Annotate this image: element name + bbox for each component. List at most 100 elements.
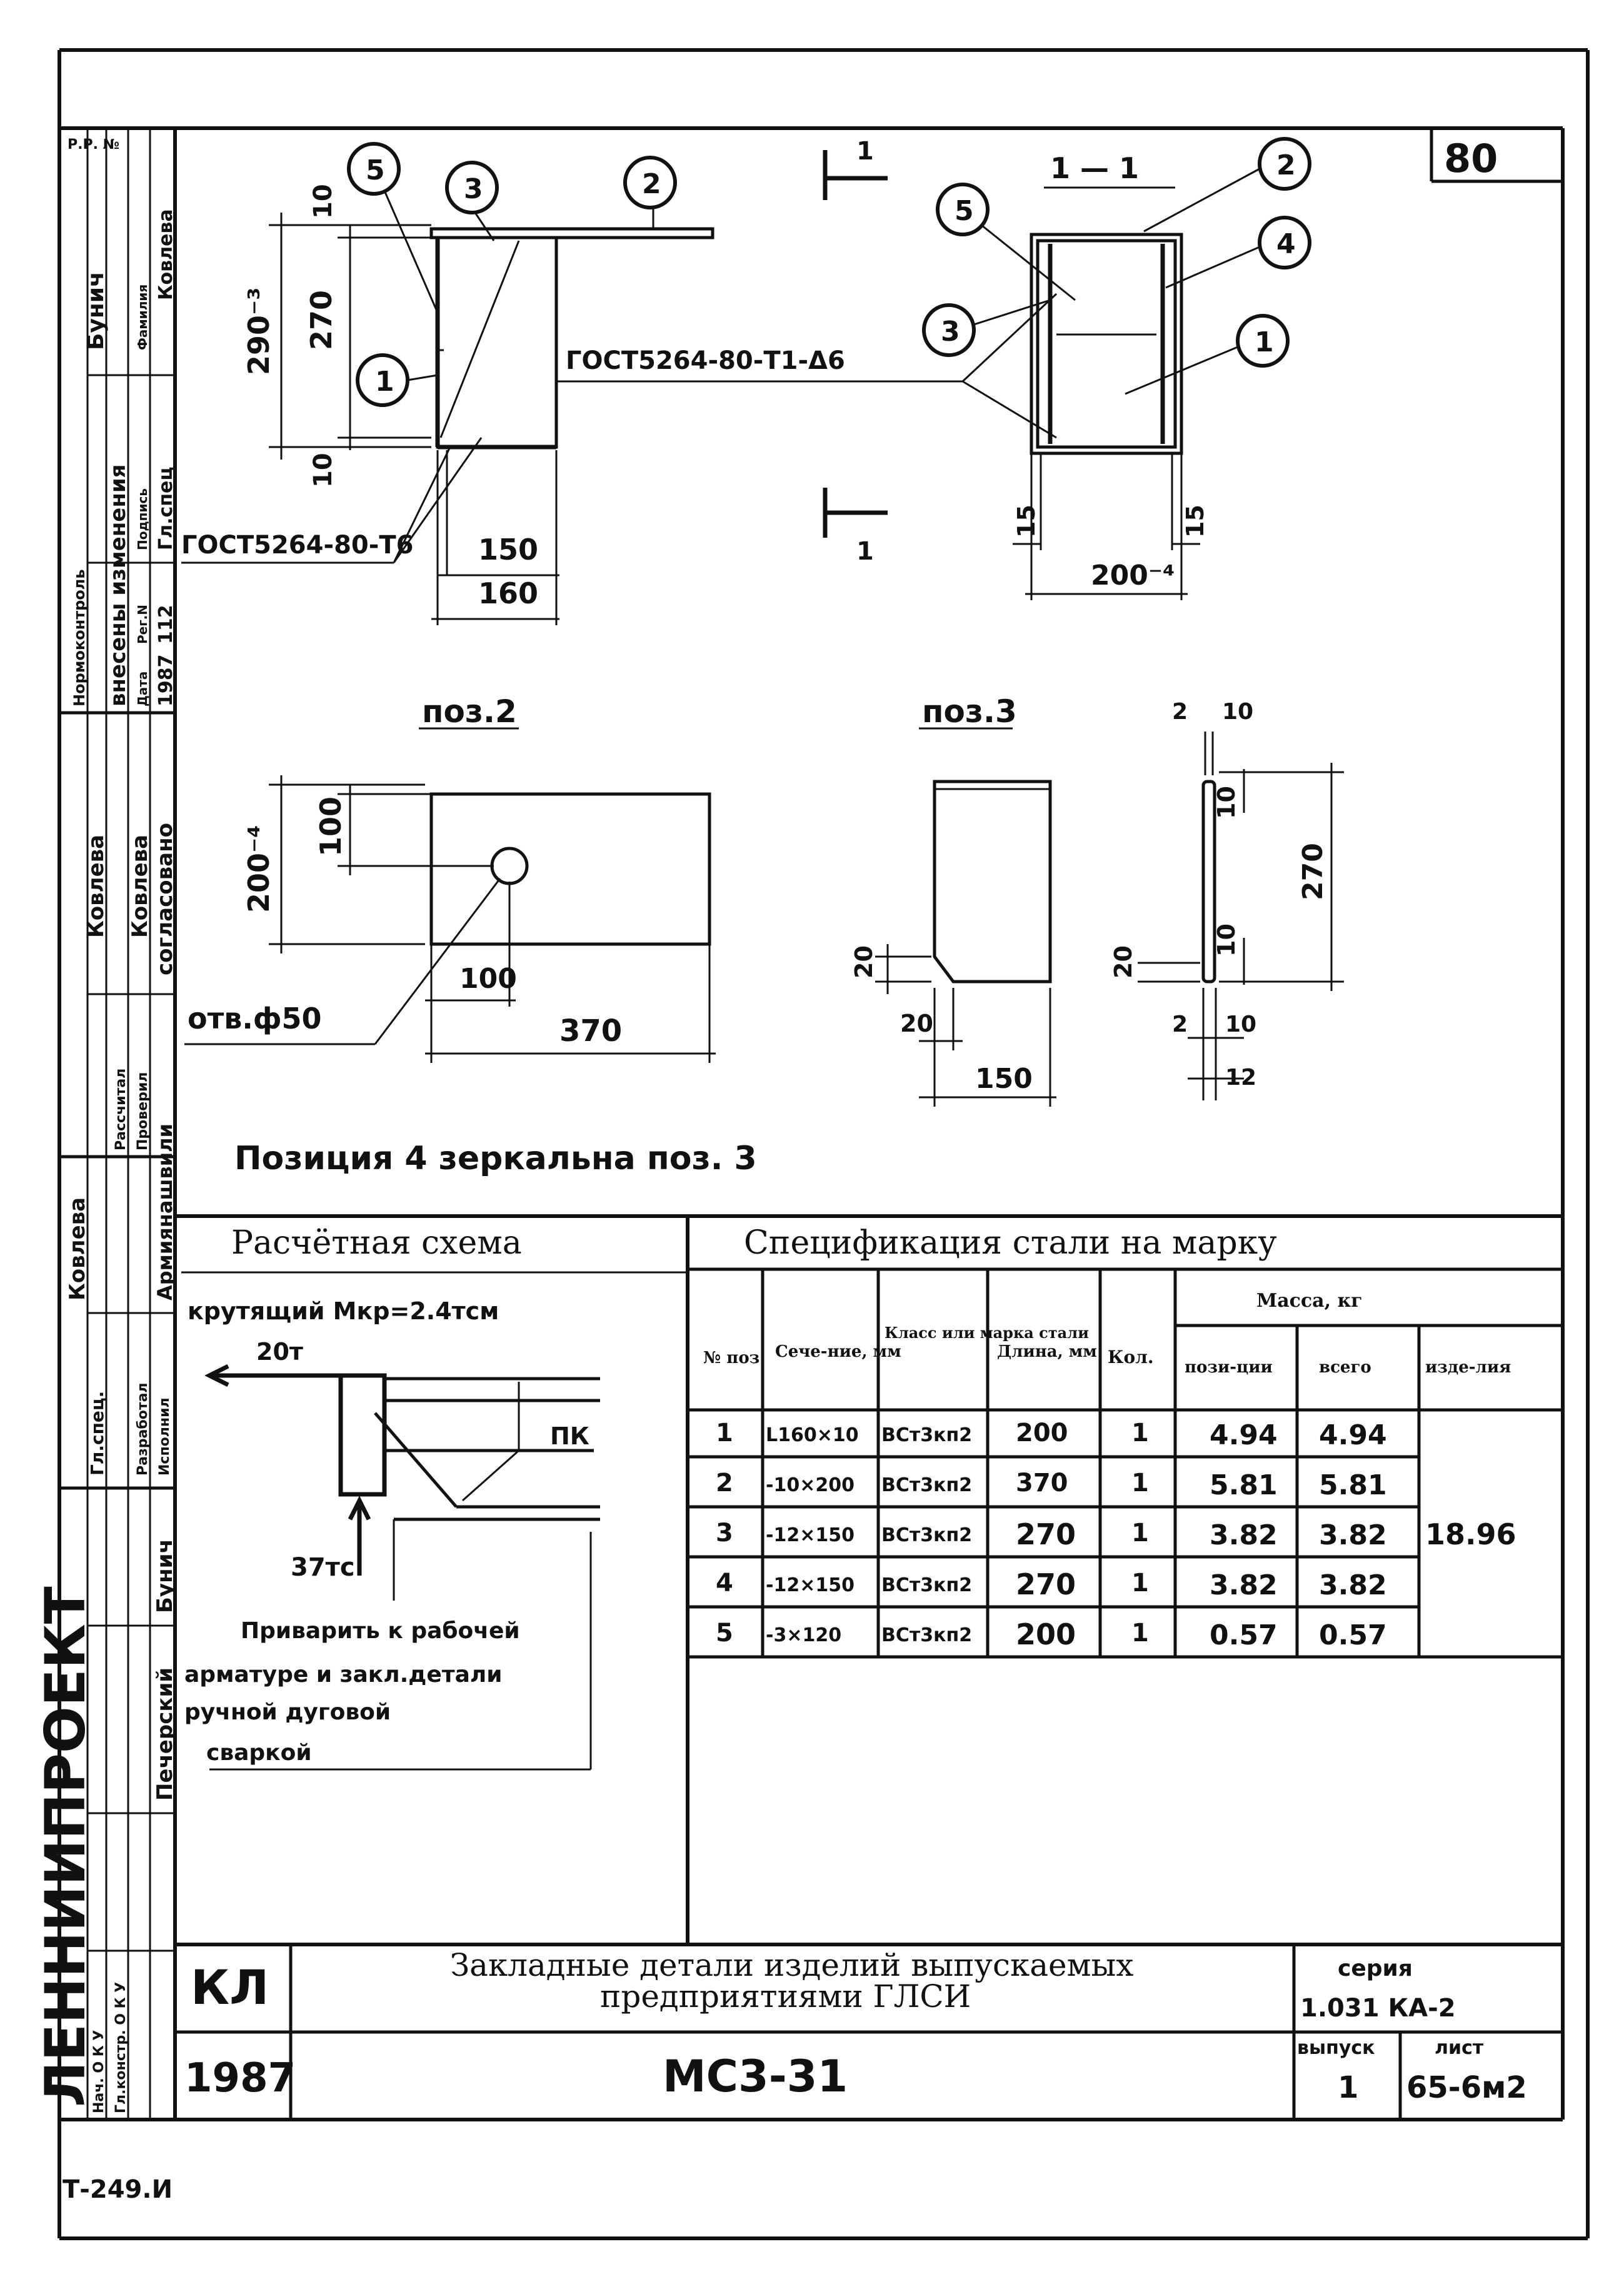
svg-text:Ковлева: Ковлева: [128, 835, 153, 938]
svg-text:Масса, кг: Масса, кг: [1256, 1290, 1363, 1312]
svg-text:3.82: 3.82: [1319, 1569, 1387, 1601]
svg-text:Гл.спец: Гл.спец: [155, 466, 177, 550]
svg-text:1: 1: [716, 1419, 733, 1447]
dim-h-total: 290⁻³: [242, 288, 276, 375]
callout-3: 3: [464, 173, 483, 205]
svg-text:ВСт3кп2: ВСт3кп2: [881, 1624, 972, 1646]
pos2-height: 200⁻⁴: [242, 825, 276, 913]
callout-2: 2: [642, 168, 661, 200]
svg-text:Ковлева: Ковлева: [155, 209, 177, 300]
svg-text:Сече-ние, мм: Сече-ние, мм: [775, 1342, 901, 1361]
svg-text:L160×10: L160×10: [766, 1424, 859, 1446]
dim-h-bot: 10: [309, 453, 338, 488]
svg-text:ВСт3кп2: ВСт3кп2: [881, 1424, 972, 1446]
svg-text:10: 10: [1213, 923, 1240, 957]
section-marks: 1 1: [823, 137, 888, 566]
scheme-force-v: 37тс: [291, 1553, 355, 1582]
svg-text:1: 1: [1131, 1419, 1149, 1447]
svg-text:4: 4: [1276, 228, 1296, 260]
sheet-number: 80: [1444, 136, 1498, 181]
assembly-elevation: 290⁻³ 270 10 10 150 160 ГОСТ5264-80-Т6 Г…: [181, 184, 963, 625]
sheet-value: 65-6м2: [1406, 2070, 1527, 2105]
calc-scheme: Расчётная схема крутящий Мкр=2.4тсм 20т …: [181, 1224, 688, 1771]
bottom-code: Т-249.И: [63, 2175, 173, 2204]
svg-text:5.81: 5.81: [1319, 1469, 1387, 1501]
svg-text:5: 5: [955, 195, 974, 227]
svg-text:270: 270: [1016, 1567, 1076, 1601]
scheme-force-h: 20т: [256, 1338, 303, 1366]
title-code: КЛ: [191, 1959, 269, 2015]
scheme-note-4: сваркой: [206, 1740, 312, 1766]
svg-text:Фамилия: Фамилия: [135, 284, 150, 350]
svg-text:20: 20: [850, 945, 878, 978]
svg-text:3.82: 3.82: [1210, 1519, 1278, 1551]
scheme-note-1: Приварить к рабочей: [241, 1618, 520, 1644]
svg-text:3: 3: [716, 1519, 733, 1547]
series-label: серия: [1338, 1956, 1413, 1981]
spec-title: Спецификация стали на марку: [744, 1224, 1277, 1262]
issue-label: выпуск: [1297, 2037, 1375, 2059]
svg-text:пози-ции: пози-ции: [1185, 1358, 1273, 1377]
scheme-note-2: арматуре и закл.детали: [184, 1662, 503, 1688]
svg-text:2: 2: [1276, 149, 1296, 181]
weld-top-label: ГОСТ5264-80-Т1-Δ6: [566, 346, 845, 375]
dim-w-section: 200⁻⁴: [1091, 560, 1175, 591]
callout-5: 5: [366, 154, 385, 186]
svg-text:10: 10: [1222, 699, 1253, 725]
svg-text:Бунич: Бунич: [83, 271, 109, 350]
svg-text:5.81: 5.81: [1210, 1469, 1278, 1501]
callouts-section: 5 2 4 3 1: [922, 137, 1311, 395]
section-title: 1 — 1: [1050, 151, 1139, 185]
svg-text:15: 15: [1013, 505, 1040, 538]
svg-text:Разработал: Разработал: [135, 1382, 151, 1476]
svg-text:10: 10: [1225, 1012, 1256, 1037]
svg-text:20: 20: [900, 1010, 933, 1037]
svg-text:0.57: 0.57: [1210, 1619, 1278, 1651]
svg-text:1: 1: [1131, 1569, 1149, 1597]
svg-text:1: 1: [1131, 1519, 1149, 1547]
pos2-length: 370: [559, 1014, 622, 1049]
svg-text:Исполнил: Исполнил: [157, 1397, 173, 1476]
svg-text:1: 1: [1255, 326, 1274, 358]
svg-text:Ковлева: Ковлева: [65, 1197, 90, 1300]
pos2-drawing: поз.2 200⁻⁴ 100 100 370 отв.ф50: [184, 693, 716, 1063]
title-year: 1987: [184, 2055, 296, 2101]
org-name: ЛЕННИИПРОЕКТ: [33, 1586, 98, 2107]
svg-text:270: 270: [1016, 1517, 1076, 1551]
mass-item: 18.96: [1425, 1517, 1516, 1551]
pos2-hole-y: 100: [314, 797, 348, 857]
dim-w-inner: 150: [478, 533, 538, 566]
svg-text:112: 112: [155, 605, 177, 644]
svg-text:370: 370: [1016, 1469, 1068, 1497]
svg-text:2: 2: [1172, 1012, 1188, 1037]
svg-text:ВСт3кп2: ВСт3кп2: [881, 1474, 972, 1496]
svg-text:1987: 1987: [155, 655, 177, 707]
title-name-1: Закладные детали изделий выпускаемых: [450, 1947, 1134, 1983]
svg-text:Класс или марка стали: Класс или марка стали: [885, 1324, 1089, 1342]
issue-value: 1: [1338, 2070, 1358, 2105]
svg-text:12: 12: [1225, 1065, 1256, 1090]
svg-text:4.94: 4.94: [1319, 1419, 1387, 1451]
pos2-hole-label: отв.ф50: [188, 1002, 322, 1035]
svg-text:Гл.констр. О К У: Гл.констр. О К У: [113, 1982, 129, 2113]
svg-text:внесены изменения: внесены изменения: [106, 465, 131, 707]
svg-text:Подпись: Подпись: [135, 488, 150, 550]
svg-text:Нормоконтроль: Нормоконтроль: [71, 569, 88, 707]
svg-text:1: 1: [856, 137, 874, 166]
dim-h-mid: 270: [304, 290, 338, 350]
series-value: 1.031 КА-2: [1300, 1994, 1456, 2023]
svg-text:5: 5: [716, 1619, 733, 1648]
dim-h-top: 10: [309, 184, 338, 219]
pos3-side-len: 270: [1297, 843, 1329, 900]
spec-table: Спецификация стали на марку № поз. Сече-…: [688, 1224, 1563, 1659]
svg-text:Ковлева: Ковлева: [84, 835, 109, 938]
dim-w-outer: 160: [478, 576, 538, 610]
svg-text:Длина, мм: Длина, мм: [997, 1342, 1097, 1361]
svg-text:согласовано: согласовано: [153, 823, 178, 975]
scheme-pk: ПК: [550, 1422, 589, 1450]
svg-text:2: 2: [716, 1469, 733, 1497]
svg-text:Бунич: Бунич: [153, 1539, 178, 1613]
title-name-2: предприятиями ГЛСИ: [600, 1978, 971, 2015]
svg-text:1: 1: [1131, 1469, 1149, 1497]
pos3-drawing: поз.3 20 20 150: [850, 693, 1056, 1107]
